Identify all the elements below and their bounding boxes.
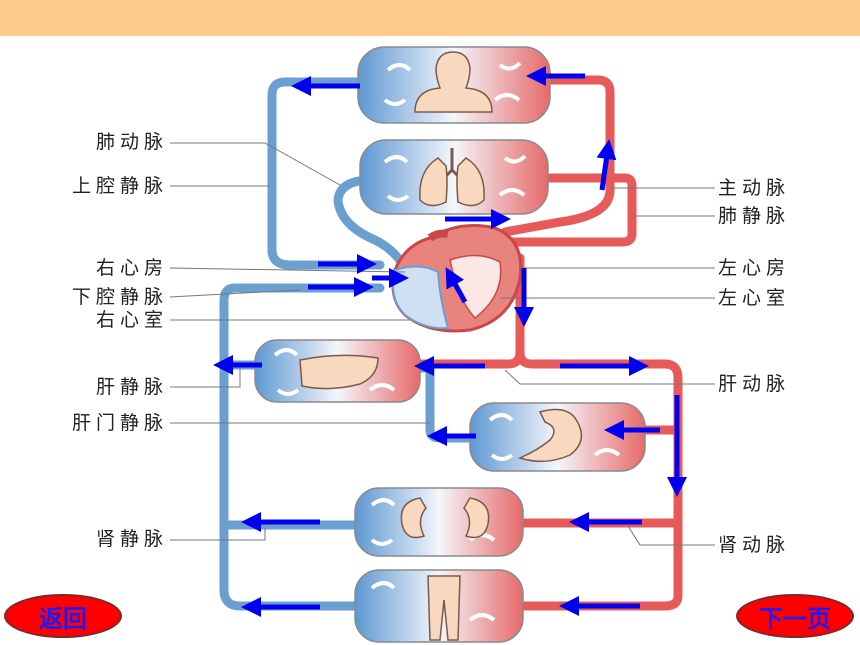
label-aorta: 主动脉	[718, 177, 791, 199]
top-title-bar	[0, 0, 860, 36]
label-pulmonary-artery: 肺动脉	[95, 131, 168, 153]
left-lung-icon	[419, 157, 448, 207]
label-left-atrium: 左心房	[718, 257, 791, 279]
flow-arrows	[213, 66, 687, 617]
descending-aorta-vessel	[515, 347, 683, 611]
label-hepatic-vein: 肝静脉	[95, 376, 168, 398]
right-kidney-icon	[463, 497, 490, 539]
back-button[interactable]: 返回	[4, 594, 122, 638]
right-lung-icon	[456, 157, 485, 207]
flow-arrow-aorta-up	[596, 139, 617, 191]
capillary-bed-liver	[254, 339, 421, 403]
capillary-bed-head	[357, 46, 551, 124]
upper-body-icon	[414, 51, 493, 113]
liver-icon	[299, 354, 379, 390]
pulmonary-vein-vessel	[495, 173, 637, 247]
heart	[391, 224, 523, 333]
capillary-bed-kidneys	[354, 487, 524, 557]
label-renal-artery: 肾动脉	[718, 534, 791, 556]
leader-lines	[169, 142, 715, 546]
hepatic-portal-vein-vessel	[415, 363, 477, 443]
next-page-button[interactable]: 下一页	[736, 594, 854, 638]
inferior-vena-cava-vessel	[219, 283, 385, 611]
left-kidney-icon	[400, 497, 427, 539]
flow-arrow-lv	[445, 267, 468, 304]
label-right-ventricle: 右心室	[95, 309, 168, 331]
label-inferior-vena-cava: 下腔静脉	[71, 286, 168, 308]
label-hepatic-artery: 肝动脉	[718, 373, 791, 395]
label-pulmonary-vein: 肺静脉	[718, 205, 791, 227]
label-renal-vein: 肾静脉	[95, 528, 168, 550]
capillary-bed-legs	[354, 569, 524, 643]
legs-icon	[427, 575, 461, 641]
label-superior-vena-cava: 上腔静脉	[71, 175, 168, 197]
stomach-icon	[517, 408, 583, 463]
pulmonary-artery-vessel	[333, 175, 410, 273]
label-right-atrium: 右心房	[95, 257, 168, 279]
aorta-upper-vessel	[500, 75, 615, 237]
capillary-bed-stomach	[469, 402, 646, 472]
label-hepatic-portal-vein: 肝门静脉	[71, 412, 168, 434]
label-left-ventricle: 左心室	[718, 287, 791, 309]
superior-vena-cava-vessel	[267, 77, 385, 270]
capillary-bed-lungs	[359, 139, 549, 215]
